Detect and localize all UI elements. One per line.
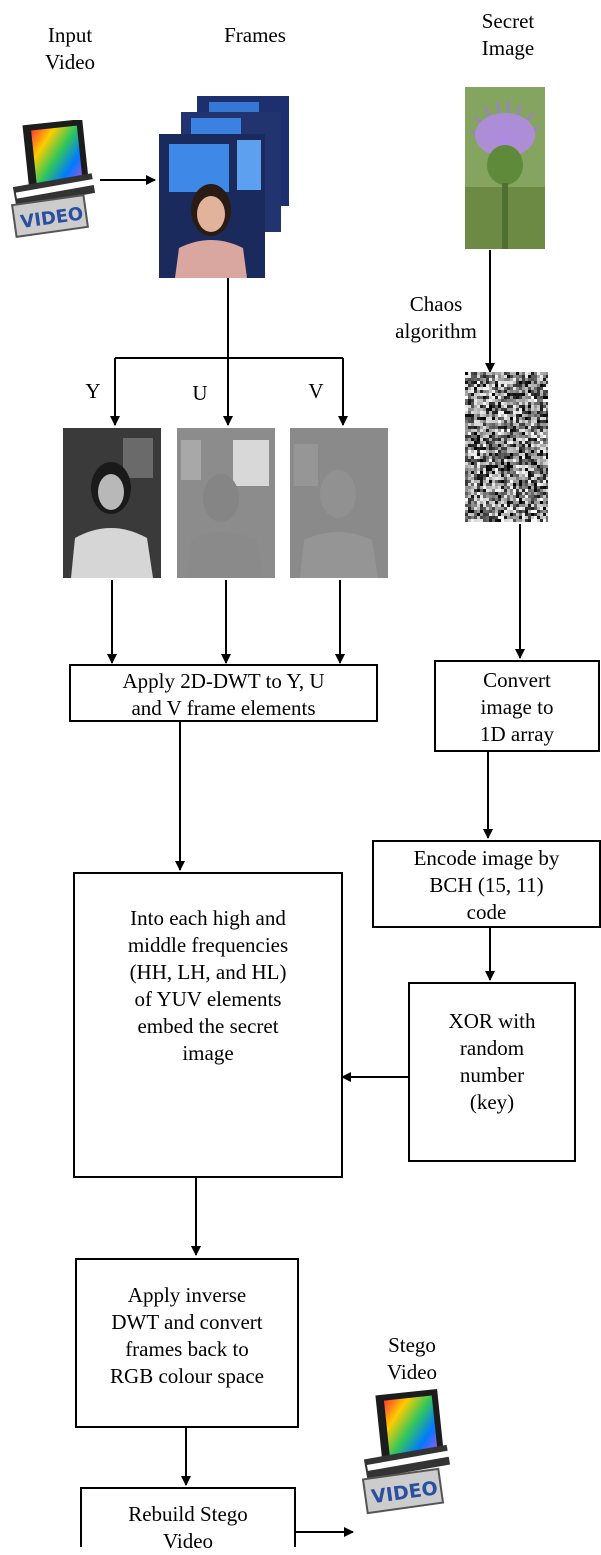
embed-secret-box: Into each high and middle frequencies (H… xyxy=(73,872,343,1178)
inverse-dwt-box: Apply inverse DWT and convert frames bac… xyxy=(75,1258,299,1428)
input-video-icon: VIDEO xyxy=(6,120,101,240)
xor-random-box: XOR with random number (key) xyxy=(408,982,576,1162)
u-channel-image xyxy=(177,428,275,578)
video-frames-stack xyxy=(155,92,295,282)
input-video-label: Input Video xyxy=(44,23,96,74)
stego-video-icon: VIDEO xyxy=(357,1388,457,1516)
scrambled-image xyxy=(465,372,548,522)
y-channel-image xyxy=(63,428,161,578)
rebuild-stego-box: Rebuild Stego Video xyxy=(80,1487,296,1553)
u-channel-label: U xyxy=(192,381,208,405)
apply-2d-dwt-box: Apply 2D-DWT to Y, U and V frame element… xyxy=(69,664,378,722)
convert-1d-array-box: Convert image to 1D array xyxy=(434,660,600,752)
secret-image-label: Secret Image xyxy=(481,9,535,60)
chaos-algorithm-label: Chaos algorithm xyxy=(395,292,477,343)
frames-label: Frames xyxy=(224,23,286,47)
v-channel-image xyxy=(290,428,388,578)
v-channel-label: V xyxy=(308,379,324,403)
encode-bch-box: Encode image by BCH (15, 11) code xyxy=(372,840,601,928)
y-channel-label: Y xyxy=(85,379,101,403)
stego-video-label: Stego Video xyxy=(386,1333,438,1384)
secret-image xyxy=(465,87,545,249)
